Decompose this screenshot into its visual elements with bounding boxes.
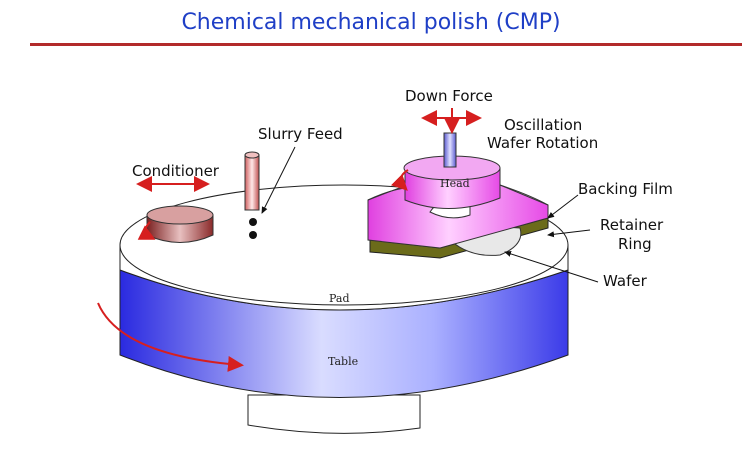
carrier-head	[367, 155, 549, 249]
retainer-ring-pointer	[547, 229, 591, 238]
wafer-rotation-label: Wafer Rotation	[487, 134, 598, 152]
pad-label: Pad	[329, 292, 350, 305]
table-base	[247, 394, 421, 434]
slide-title: Chemical mechanical polish (CMP)	[181, 10, 561, 35]
wafer-pointer	[504, 250, 599, 283]
table-rotation-arrow	[97, 302, 244, 372]
down-force-label: Down Force	[405, 87, 493, 105]
conditioner-label: Conditioner	[132, 162, 220, 180]
drive-shaft	[443, 132, 457, 168]
oscillation-label: Oscillation	[504, 116, 582, 134]
wafer-label: Wafer	[603, 272, 648, 290]
backing-film-label: Backing Film	[578, 180, 673, 198]
slurry-feed-tube	[244, 151, 260, 239]
conditioner-puck	[146, 205, 214, 243]
down-force-arrows	[421, 108, 482, 134]
slurry-feed-label: Slurry Feed	[258, 125, 343, 143]
backing-film-pointer	[547, 194, 579, 219]
ring-label: Ring	[618, 235, 652, 253]
title-divider	[30, 43, 742, 46]
slurry-feed-pointer	[261, 146, 296, 214]
conditioner-rotation-arrow	[137, 221, 156, 240]
retainer-label: Retainer	[600, 216, 664, 234]
head-rotation-arrow	[390, 169, 409, 191]
table-label: Table	[328, 355, 358, 368]
head-label: Head	[440, 177, 470, 190]
